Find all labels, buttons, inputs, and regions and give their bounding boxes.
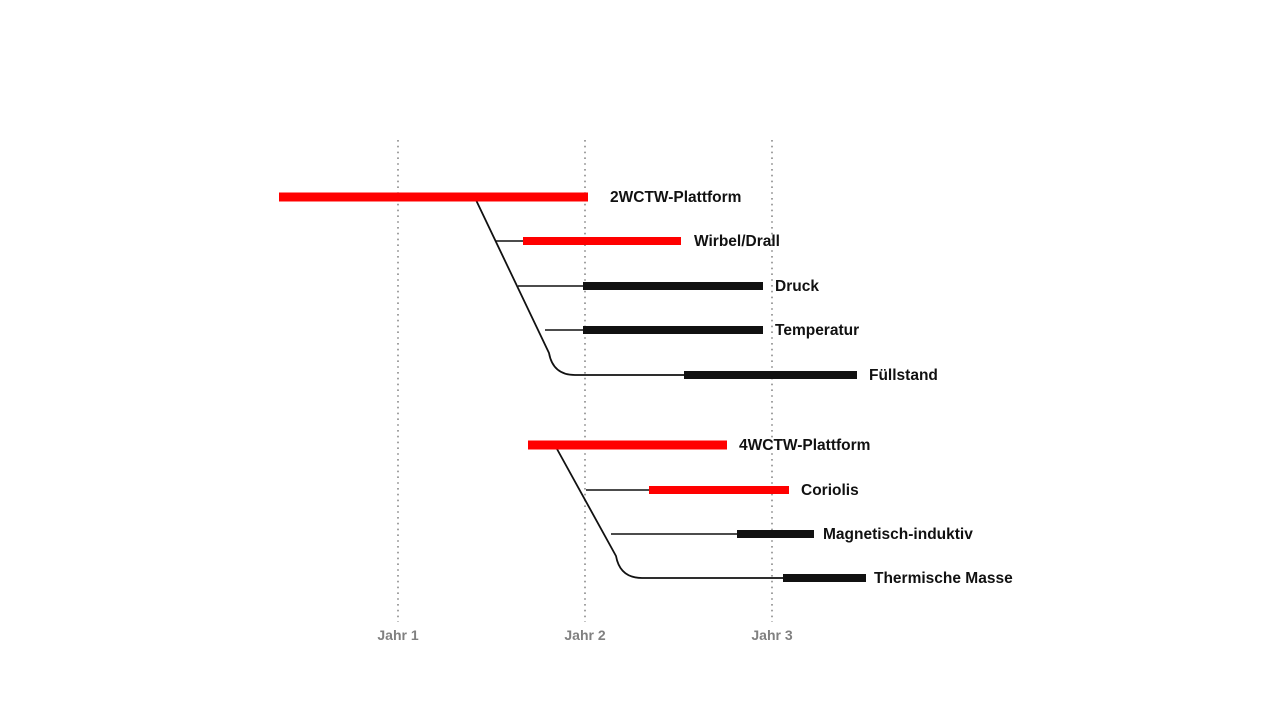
row-label-wirbel-drall: Wirbel/Drall	[694, 233, 780, 250]
row-label-thermische-masse: Thermische Masse	[874, 570, 1013, 587]
trunk-line-4wctw	[556, 448, 791, 579]
gridlines-group	[397, 140, 773, 622]
axis-tick-label-1: Jahr 1	[377, 627, 418, 643]
row-label-2wctw-plattform: 2WCTW-Plattform	[610, 189, 741, 206]
axis-tick-label-3: Jahr 3	[751, 627, 792, 643]
connector-lines-group	[495, 240, 739, 535]
bars-group	[279, 192, 866, 582]
row-label-druck: Druck	[775, 278, 819, 295]
row-label-temperatur: Temperatur	[775, 322, 859, 339]
axis-labels-group: Jahr 1 Jahr 2 Jahr 3	[377, 627, 792, 643]
row-label-f-llstand: Füllstand	[869, 367, 938, 384]
row-label-magnetisch-induktiv: Magnetisch-induktiv	[823, 526, 973, 543]
trunk-lines-group	[475, 199, 791, 579]
trunk-line-2wctw	[475, 199, 691, 376]
row-label-4wctw-plattform: 4WCTW-Plattform	[739, 437, 870, 454]
row-labels-group: 2WCTW-PlattformWirbel/DrallDruckTemperat…	[610, 189, 1013, 587]
row-label-coriolis: Coriolis	[801, 482, 859, 499]
axis-tick-label-2: Jahr 2	[564, 627, 605, 643]
